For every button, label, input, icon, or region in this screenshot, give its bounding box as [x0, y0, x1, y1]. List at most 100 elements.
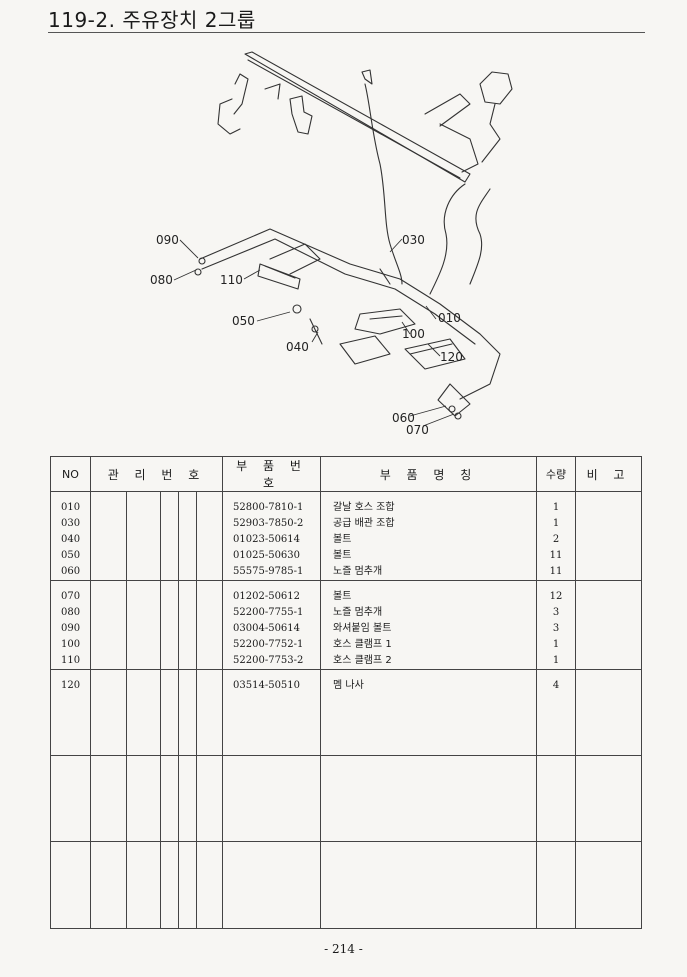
remarks-cell [575, 580, 643, 670]
callout-070: 070 [406, 423, 429, 437]
control-cell [90, 580, 127, 670]
item-no: 030 [61, 518, 81, 529]
part-number: 55575-9785-1 [233, 566, 304, 577]
part-name: 볼트 [333, 550, 352, 561]
item-no: 010 [61, 502, 81, 513]
item-no: 040 [61, 534, 81, 545]
quantity: 3 [552, 607, 560, 618]
callout-030: 030 [402, 233, 425, 247]
part-number: 52800-7810-1 [233, 502, 304, 513]
control-cell [160, 580, 179, 670]
item-no: 070 [61, 591, 81, 602]
page-title: 119-2. 주유장치 2그룹 [48, 8, 256, 32]
item-no: 100 [61, 639, 81, 650]
part-name-cell: 갈날 호스 조합 공급 배관 조합 볼트 볼트 노즐 멈추개 [320, 491, 538, 581]
quantity: 11 [549, 566, 563, 577]
title-divider [48, 32, 645, 33]
control-cell [178, 491, 197, 581]
table-group-3: 120 03514-50510 멤 나사 4 [50, 669, 643, 756]
remarks-cell [575, 669, 643, 756]
header-part-no: 부 품 번 호 [222, 456, 322, 492]
part-name: 공급 배관 조합 [333, 518, 395, 529]
control-cell [126, 491, 161, 581]
part-name: 노즐 멈추개 [333, 607, 383, 618]
table-row-empty [50, 755, 643, 842]
qty-cell: 12 3 3 1 1 [536, 580, 577, 670]
part-number: 01023-50614 [233, 534, 301, 545]
exploded-view-drawing: 090 080 110 050 040 030 010 100 120 060 … [150, 51, 513, 437]
header-part-name: 부 품 명 칭 [320, 456, 538, 492]
part-number: 01025-50630 [233, 550, 301, 561]
callout-090: 090 [156, 233, 179, 247]
quantity: 1 [552, 655, 560, 666]
part-number: 03514-50510 [233, 680, 301, 691]
control-cell [160, 491, 179, 581]
control-cell [178, 580, 197, 670]
table-row: 120 03514-50510 멤 나사 4 [50, 669, 643, 756]
part-name-cell: 볼트 노즐 멈추개 와셔붙임 볼트 호스 클램프 1 호스 클램프 2 [320, 580, 538, 670]
header-control-no: 관 리 번 호 [89, 456, 224, 492]
part-number: 03004-50614 [233, 623, 301, 634]
callout-110: 110 [220, 273, 243, 287]
part-name: 노즐 멈추개 [333, 566, 383, 577]
table-group-2: 070 080 090 100 110 01202-50612 52200-77… [50, 580, 643, 670]
callout-040: 040 [286, 340, 309, 354]
table-row-empty [50, 841, 643, 929]
control-cell [126, 580, 161, 670]
part-name: 볼트 [333, 534, 352, 545]
item-no: 060 [61, 566, 81, 577]
part-no-cell: 03514-50510 [222, 669, 322, 756]
header-remarks: 비 고 [575, 456, 643, 492]
control-cell [90, 669, 127, 756]
parts-diagram: 090 080 110 050 040 030 010 100 120 060 … [140, 44, 540, 444]
part-number: 52200-7753-2 [233, 655, 304, 666]
table-group-1: 010 030 040 050 060 52800-7810-1 52903-7… [50, 491, 643, 581]
callout-010: 010 [438, 311, 461, 325]
quantity: 1 [552, 639, 560, 650]
quantity: 12 [549, 591, 563, 602]
item-no: 050 [61, 550, 81, 561]
qty-cell: 4 [536, 669, 577, 756]
control-cell [195, 580, 224, 670]
part-name: 볼트 [333, 591, 352, 602]
part-name: 호스 클램프 2 [333, 655, 392, 666]
callout-060: 060 [392, 411, 415, 425]
part-number: 01202-50612 [233, 591, 301, 602]
part-name: 갈날 호스 조합 [333, 502, 395, 513]
part-name: 호스 클램프 1 [333, 639, 392, 650]
quantity: 3 [552, 623, 560, 634]
part-no-cell: 52800-7810-1 52903-7850-2 01023-50614 01… [222, 491, 322, 581]
header-no: NO [50, 456, 91, 492]
no-cell: 070 080 090 100 110 [50, 580, 91, 670]
table-group-empty-2 [50, 841, 643, 929]
callout-120: 120 [440, 350, 463, 364]
part-name: 와셔붙임 볼트 [333, 623, 392, 634]
item-no: 080 [61, 607, 81, 618]
control-cell [90, 491, 127, 581]
control-cell [195, 491, 224, 581]
control-cell [160, 669, 179, 756]
part-name: 멤 나사 [333, 680, 364, 691]
callout-100: 100 [402, 327, 425, 341]
callout-080: 080 [150, 273, 173, 287]
control-cell [178, 669, 197, 756]
table-header-row: NO 관 리 번 호 부 품 번 호 부 품 명 칭 수량 비 고 [50, 456, 643, 492]
header-qty: 수량 [536, 456, 577, 492]
callout-050: 050 [232, 314, 255, 328]
parts-table: NO 관 리 번 호 부 품 번 호 부 품 명 칭 수량 비 고 010 03… [50, 456, 643, 929]
quantity: 11 [549, 550, 563, 561]
page-number: - 214 - [324, 942, 363, 956]
control-cell [195, 669, 224, 756]
quantity: 1 [552, 502, 560, 513]
no-cell: 120 [50, 669, 91, 756]
item-no: 110 [61, 655, 81, 666]
table-group-empty-1 [50, 755, 643, 842]
part-no-cell: 01202-50612 52200-7755-1 03004-50614 522… [222, 580, 322, 670]
quantity: 2 [552, 534, 560, 545]
part-name-cell: 멤 나사 [320, 669, 538, 756]
part-number: 52903-7850-2 [233, 518, 304, 529]
remarks-cell [575, 491, 643, 581]
table-row: 010 030 040 050 060 52800-7810-1 52903-7… [50, 491, 643, 581]
no-cell: 010 030 040 050 060 [50, 491, 91, 581]
table-row: 070 080 090 100 110 01202-50612 52200-77… [50, 580, 643, 670]
